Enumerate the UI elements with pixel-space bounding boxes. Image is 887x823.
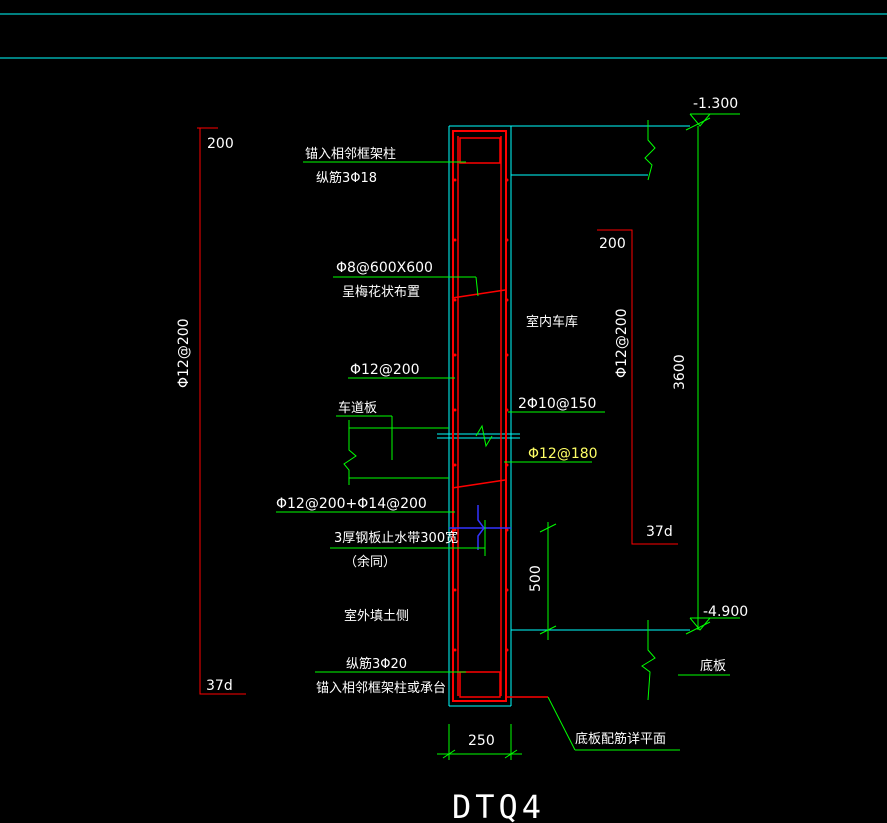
top-slab-break <box>644 120 656 181</box>
label-tie-layout: 呈梅花状布置 <box>342 284 420 300</box>
elevation-marks <box>678 113 740 676</box>
label-horiz-bar: 2Φ10@150 <box>518 396 596 412</box>
left-bar-37d: 37d <box>206 678 233 694</box>
dim-3600: 3600 <box>672 354 688 390</box>
label-ramp-slab: 车道板 <box>338 400 377 416</box>
right-bar-200: 200 <box>599 236 626 252</box>
right-bar-line <box>597 229 678 545</box>
label-anchor-bottom: 锚入相邻框架柱或承台 <box>316 681 446 696</box>
leader-lines <box>276 161 680 751</box>
label-extra-bar: Φ12@200+Φ14@200 <box>276 496 427 512</box>
label-horiz-bar-alt: Φ12@180 <box>528 446 598 462</box>
right-bar-label: Φ12@200 <box>614 308 630 378</box>
bar-dots <box>453 178 509 652</box>
water-stop <box>449 505 511 550</box>
ramp-slab <box>343 420 520 485</box>
wall-reinforcement <box>451 130 548 702</box>
dim-500-lines <box>539 522 557 640</box>
elevation-bottom: -4.900 <box>703 604 748 620</box>
label-inside-garage: 室内车库 <box>526 314 578 330</box>
right-bar-37d: 37d <box>646 524 673 540</box>
label-waterstop: 3厚钢板止水带300宽 <box>334 530 458 546</box>
label-long-bar-top: 纵筋3Φ18 <box>316 170 377 186</box>
label-base-slab-detail: 底板配筋详平面 <box>575 731 666 747</box>
left-bar-label: Φ12@200 <box>176 318 192 388</box>
label-vert-bar: Φ12@200 <box>350 362 420 378</box>
left-bar-line <box>199 128 246 695</box>
wall-outline <box>448 125 690 707</box>
dim-250-lines <box>437 724 522 760</box>
elevation-top: -1.300 <box>693 96 738 112</box>
base-slab-break <box>641 620 656 701</box>
label-anchor-top: 锚入相邻框架柱 <box>305 147 396 162</box>
left-bar-200: 200 <box>207 136 234 152</box>
label-base-slab: 底板 <box>700 658 726 674</box>
label-outside-soil: 室外填土侧 <box>344 608 409 624</box>
dim-250: 250 <box>468 733 495 749</box>
label-long-bar-bottom: 纵筋3Φ20 <box>346 656 407 672</box>
label-waterstop-note: （余同） <box>344 554 396 570</box>
label-tie: Φ8@600X600 <box>336 260 433 276</box>
section-title: DTQ4 <box>452 788 545 823</box>
dim-500: 500 <box>528 565 544 592</box>
